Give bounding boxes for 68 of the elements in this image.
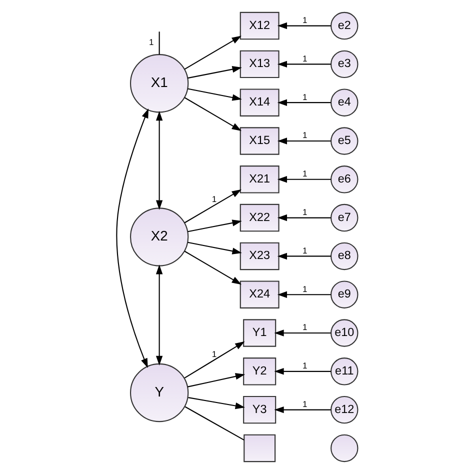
node-circle: e3 [330,50,358,78]
edge-label: 1 [302,360,308,371]
node-box: X21 [240,166,280,194]
arrow [184,36,242,70]
arrow [188,220,242,232]
arrow [184,250,242,285]
node-circle: e4 [330,88,358,116]
arrow [277,99,331,106]
edge-label: 1 [302,15,308,26]
node-box: X13 [240,50,280,78]
node-circle: e9 [330,280,358,308]
arrow [277,214,331,222]
edge-label: 1 [302,53,308,64]
node-circle: e6 [330,166,358,194]
arrow [188,242,242,254]
node-box: X23 [240,242,280,270]
arrow [274,368,331,375]
arrow [274,330,331,336]
arrow [277,138,331,144]
connector [158,32,160,54]
arrow [188,397,245,410]
node-box: X15 [240,127,280,155]
node-box: X14 [240,88,280,116]
node-circle: X2 [130,208,189,266]
edge-label: 1 [148,37,154,48]
node-box: Y2 [243,358,276,386]
arrow [188,88,242,101]
edge-label: 1 [302,284,308,294]
node-circle: Y [130,363,189,422]
node-box: Y1 [243,319,276,347]
edge-label: 1 [302,168,308,179]
arrow [277,60,331,68]
node-circle: X1 [130,54,189,113]
node-box [244,434,276,462]
arrow [277,291,331,298]
arrow [277,176,331,183]
node-circle: e12 [330,396,358,424]
node-circle: e11 [330,358,358,386]
node-circle: e10 [330,319,358,347]
node-circle: e7 [330,204,358,232]
arrow [156,264,163,366]
node-circle: e8 [330,242,358,270]
arrow [184,189,242,224]
node-box: Y3 [243,396,276,424]
arrow [274,406,331,414]
arrow [188,373,246,388]
node-circle [330,434,358,462]
node-box: X24 [240,280,280,308]
connector [184,406,244,441]
edge-label: 1 [212,194,217,204]
node-circle: e5 [330,127,358,155]
edge-label: 1 [212,348,217,359]
node-circle: e2 [330,12,358,40]
arrow [277,22,331,30]
edge-label: 1 [302,92,308,102]
edge-label: 1 [302,207,308,218]
edge-label: 1 [302,399,308,410]
node-box: X12 [240,12,280,40]
arrow [184,341,245,378]
node-box: X22 [240,204,280,232]
edge-label: 1 [302,322,308,332]
edge-label: 1 [302,130,308,140]
edge-label: 1 [302,245,308,256]
arrow [277,252,331,260]
arrow [188,66,242,79]
arrow [184,97,242,131]
arrow [116,108,149,368]
arrow [156,111,163,210]
